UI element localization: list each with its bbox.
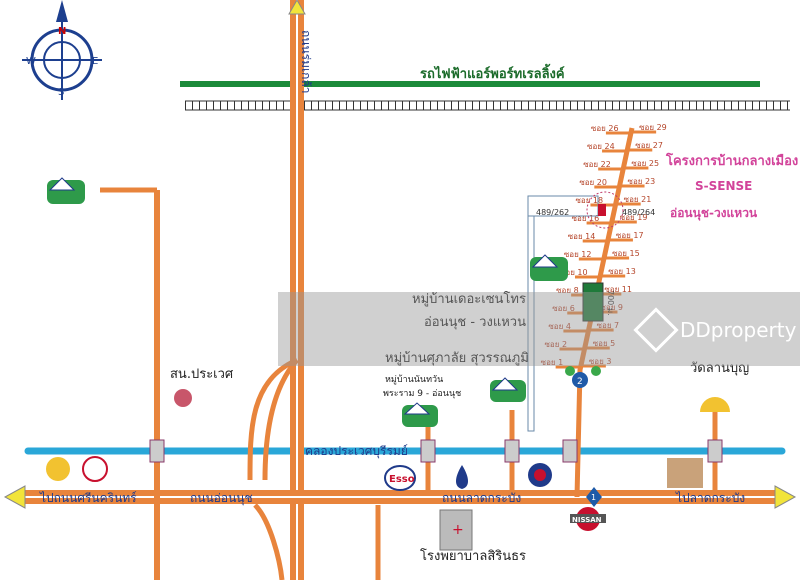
soi-label: ซอย 20 bbox=[579, 178, 607, 187]
svg-text:2: 2 bbox=[577, 377, 583, 387]
svg-text:ไปลาดกระบัง: ไปลาดกระบัง bbox=[675, 491, 745, 505]
svg-text:1: 1 bbox=[591, 493, 596, 502]
soi-label: ซอย 7 bbox=[597, 321, 620, 330]
svg-text:หมู่บ้านนันทวัน: หมู่บ้านนันทวัน bbox=[385, 374, 443, 385]
kasikorn-bank-icon bbox=[82, 456, 108, 482]
soi-label: ซอย 29 bbox=[639, 123, 667, 132]
roads bbox=[25, 0, 775, 580]
soi-label: ซอย 26 bbox=[591, 124, 619, 133]
watermark-band bbox=[278, 292, 800, 366]
svg-text:ไปถนนศรีนครินทร์: ไปถนนศรีนครินทร์ bbox=[39, 491, 137, 505]
village-icon bbox=[490, 377, 526, 402]
soi-label: ซอย 15 bbox=[612, 249, 640, 258]
ptt-icon bbox=[456, 465, 468, 489]
soi-label: ซอย 2 bbox=[545, 340, 568, 349]
svg-text:E: E bbox=[92, 56, 98, 67]
soi-label: ซอย 19 bbox=[620, 213, 648, 222]
svg-text:พระราม 9 - อ่อนนุช: พระราม 9 - อ่อนนุช bbox=[383, 389, 461, 399]
marker-1-icon bbox=[586, 487, 602, 507]
village-icon bbox=[47, 177, 85, 204]
svg-text:NISSAN: NISSAN bbox=[572, 516, 602, 524]
marker-2-icon bbox=[572, 372, 588, 388]
svg-text:S: S bbox=[58, 87, 64, 98]
project-location: อ่อนนุช-วงแหวน bbox=[670, 206, 758, 221]
market-icon bbox=[667, 458, 703, 488]
soi-label: ซอย 5 bbox=[593, 339, 616, 348]
soi-label: ซอย 13 bbox=[608, 267, 636, 276]
village-icon bbox=[530, 254, 568, 281]
centro-village-plot bbox=[582, 282, 604, 322]
project-title: โครงการบ้านกลางเมือง bbox=[665, 152, 798, 169]
arrow-left-icon bbox=[3, 485, 26, 509]
project-location-marker bbox=[586, 191, 624, 229]
svg-text:อ่อนนุช - วงแหวน: อ่อนนุช - วงแหวน bbox=[424, 315, 526, 330]
vertical-road-label: ถนนร่มเกล้า bbox=[299, 30, 313, 94]
krungsri-bank-icon bbox=[46, 457, 70, 481]
svg-text:สน.ประเวศ: สน.ประเวศ bbox=[170, 367, 234, 382]
svg-text:โรงพยาบาลสิรินธร: โรงพยาบาลสิรินธร bbox=[420, 548, 526, 564]
soi-label: ซอย 16 bbox=[572, 214, 600, 223]
project-name: S-SENSE bbox=[695, 179, 752, 193]
canal-label: คลองประเวศบุรีรมย์ bbox=[305, 444, 408, 459]
svg-text:489/264: 489/264 bbox=[622, 208, 655, 217]
watermark: DDproperty bbox=[680, 318, 797, 342]
compass-icon: N E S W bbox=[22, 0, 102, 100]
svg-text:วัดลานบุญ: วัดลานบุญ bbox=[690, 361, 749, 376]
soi-label: ซอย 4 bbox=[548, 322, 571, 331]
soi-label: ซอย 1 bbox=[541, 358, 564, 367]
bridge-icons bbox=[149, 439, 723, 463]
soi-label: ซอย 24 bbox=[587, 142, 615, 151]
soi-label: ซอย 11 bbox=[604, 285, 632, 294]
soi-label: ซอย 25 bbox=[631, 159, 659, 168]
soi-label: ซอย 17 bbox=[616, 231, 644, 240]
police-icon bbox=[174, 389, 192, 407]
soi-label: ซอย 6 bbox=[552, 304, 575, 313]
svg-text:หมู่บ้านเดอะเซนโทร: หมู่บ้านเดอะเซนโทร bbox=[412, 291, 526, 307]
svg-text:ถนนลาดกระบัง: ถนนลาดกระบัง bbox=[442, 491, 521, 505]
svg-text:Esso: Esso bbox=[389, 474, 415, 485]
soi-label: ซอย 23 bbox=[628, 177, 656, 186]
svg-text:N: N bbox=[58, 26, 66, 37]
soi-label: ซอย 3 bbox=[589, 357, 612, 366]
hospital-icon bbox=[439, 509, 473, 551]
soi-label: ซอย 21 bbox=[624, 195, 652, 204]
svg-text:หมู่บ้านศุภาลัย สุวรรณภูมิ: หมู่บ้านศุภาลัย สุวรรณภูมิ bbox=[385, 351, 529, 366]
esso-icon bbox=[384, 465, 416, 491]
arrow-up-icon bbox=[288, 0, 306, 15]
soi-label: ซอย 22 bbox=[583, 160, 611, 169]
soi-label: ซอย 27 bbox=[635, 141, 663, 150]
svg-text:700 ม.: 700 ม. bbox=[606, 290, 615, 316]
temple-icon bbox=[700, 397, 730, 412]
arrow-right-icon bbox=[774, 485, 797, 509]
soi-label: ซอย 14 bbox=[568, 232, 596, 241]
svg-text:489/262: 489/262 bbox=[536, 208, 569, 217]
soi-label: ซอย 12 bbox=[564, 250, 592, 259]
soi-label: ซอย 8 bbox=[556, 286, 579, 295]
svg-text:ถนนอ่อนนุช: ถนนอ่อนนุช bbox=[190, 491, 253, 506]
soi-list: ซอย 26 ซอย 29 ซอย 24 ซอย 27 ซอย 22 ซอย 25 ซอย … bbox=[541, 123, 667, 369]
svg-text:+: + bbox=[452, 522, 464, 538]
soi-label: ซอย 10 bbox=[560, 268, 588, 277]
svg-text:W: W bbox=[26, 56, 36, 67]
railway-label: รถไฟฟ้าแอร์พอร์ทเรลลิ้งค์ bbox=[420, 63, 565, 82]
railway-tracks bbox=[185, 100, 790, 111]
village-icon bbox=[402, 402, 438, 427]
soi-label: ซอย 9 bbox=[600, 303, 623, 312]
